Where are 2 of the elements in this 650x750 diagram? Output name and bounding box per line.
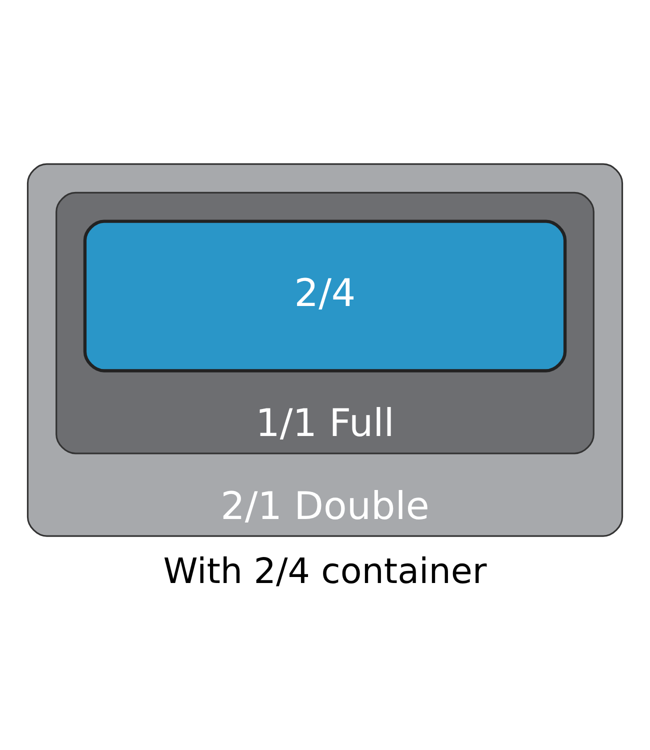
node-box: 2/4 xyxy=(83,219,567,372)
caption: With 2/4 container xyxy=(163,552,487,592)
